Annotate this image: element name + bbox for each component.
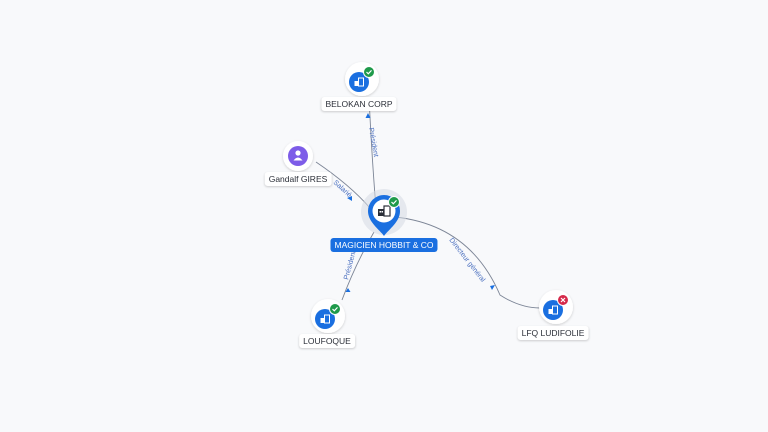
edge-label-lfq: Directeur général [447,237,486,284]
label-center[interactable]: MAGICIEN HOBBIT & CO [330,238,438,252]
check-icon [391,199,397,205]
building-icon [548,305,558,315]
arrow-loufoque [345,288,351,292]
edge-label-belokan: Président [367,127,379,157]
closed-badge [557,294,569,306]
check-icon [332,306,338,312]
active-badge [363,66,375,78]
label-lfq[interactable]: LFQ LUDIFOLIE [517,326,589,340]
node-loufoque[interactable] [311,299,345,333]
cross-icon [560,297,566,303]
check-icon [366,69,372,75]
node-gandalf[interactable] [283,141,313,171]
arrow-belokan [365,113,371,118]
node-lfq[interactable] [539,290,573,324]
building-icon [354,77,364,87]
node-center[interactable] [361,189,407,236]
node-belokan[interactable] [345,62,379,96]
arrow-lfq [490,285,495,290]
arrow-gandalf [347,196,352,201]
edges: Président Salarié Président Directeur gé… [315,96,541,309]
label-loufoque[interactable]: LOUFOQUE [299,334,355,348]
label-gandalf[interactable]: Gandalf GIRES [264,172,332,186]
edge-label-gandalf: Salarié [332,179,353,199]
label-belokan[interactable]: BELOKAN CORP [321,97,397,111]
person-icon [293,150,303,161]
person-circle [288,146,308,166]
active-badge [329,303,341,315]
building-icon [320,314,330,324]
active-badge [388,196,400,208]
edge-label-loufoque: Président [343,250,357,280]
edge-lfq [394,216,541,309]
building-icon [378,205,391,217]
